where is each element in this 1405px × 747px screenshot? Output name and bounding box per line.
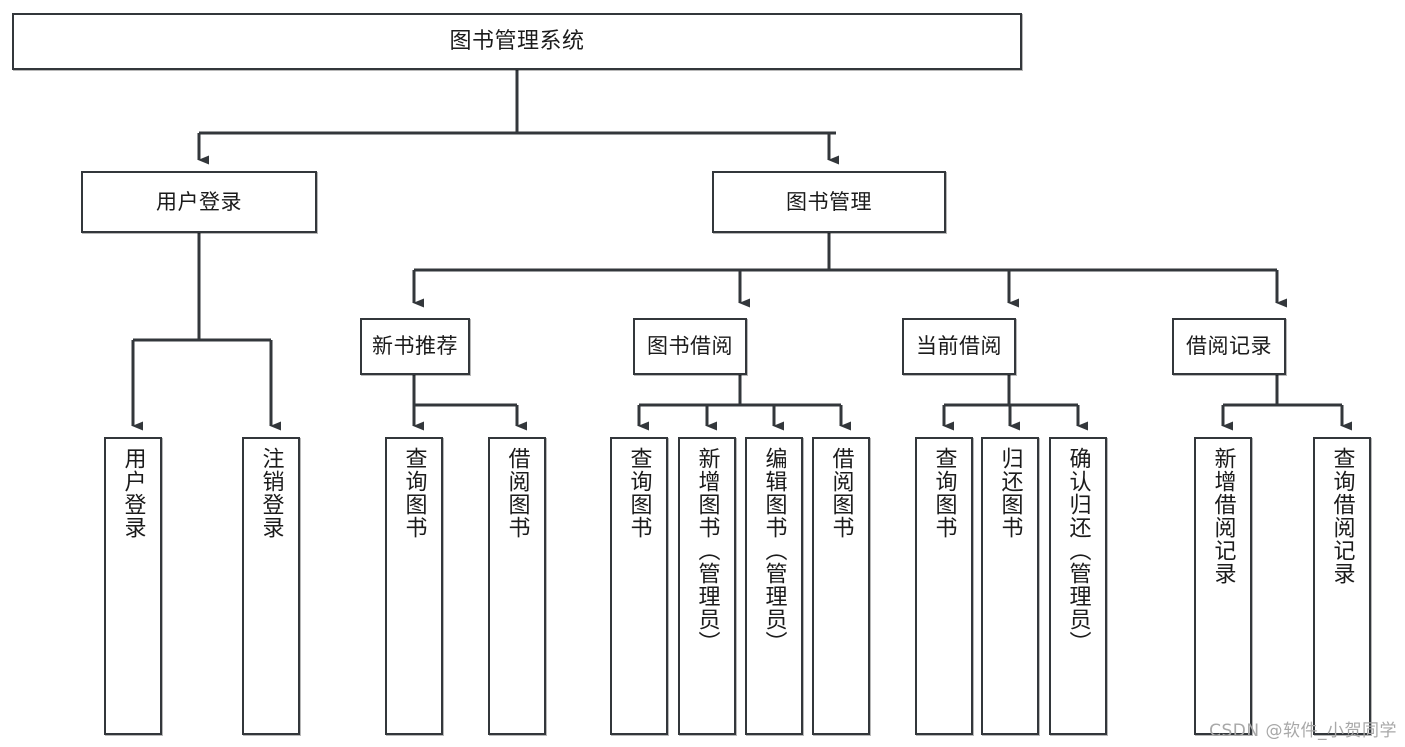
- leaf-add-borrow-record[interactable]: 新增借阅记录: [1194, 437, 1252, 735]
- leaf-return-book[interactable]: 归还图书: [981, 437, 1039, 735]
- node-label: 图书管理: [786, 189, 872, 214]
- node-label: 查询图书: [626, 447, 652, 539]
- node-label: 注销登录: [258, 447, 284, 539]
- node-new-book-recommend[interactable]: 新书推荐: [360, 318, 470, 375]
- node-label: 借阅记录: [1186, 334, 1272, 359]
- leaf-query-borrow-record[interactable]: 查询借阅记录: [1313, 437, 1371, 735]
- node-label: 借阅图书: [504, 447, 530, 539]
- node-label: 新书推荐: [372, 334, 458, 359]
- node-borrow-record[interactable]: 借阅记录: [1172, 318, 1286, 375]
- leaf-query-book-current[interactable]: 查询图书: [915, 437, 973, 735]
- node-label: 新增图书（管理员）: [694, 447, 720, 654]
- node-label: 查询借阅记录: [1329, 447, 1355, 585]
- node-label: 用户登录: [156, 189, 242, 214]
- node-root-system[interactable]: 图书管理系统: [12, 13, 1022, 70]
- node-label: 查询图书: [401, 447, 427, 539]
- leaf-query-book-borrow[interactable]: 查询图书: [610, 437, 668, 735]
- leaf-confirm-return[interactable]: 确认归还（管理员）: [1049, 437, 1107, 735]
- node-label: 编辑图书（管理员）: [761, 447, 787, 654]
- leaf-logout-login[interactable]: 注销登录: [242, 437, 300, 735]
- watermark-text: CSDN @软件_小贺同学: [1209, 721, 1397, 741]
- node-label: 用户登录: [120, 447, 146, 539]
- leaf-borrow-book-recommend[interactable]: 借阅图书: [488, 437, 546, 735]
- node-label: 借阅图书: [828, 447, 854, 539]
- node-label: 确认归还（管理员）: [1065, 447, 1091, 654]
- node-current-borrow[interactable]: 当前借阅: [902, 318, 1016, 375]
- node-label: 当前借阅: [916, 334, 1002, 359]
- node-label: 归还图书: [997, 447, 1023, 539]
- node-book-manage[interactable]: 图书管理: [712, 171, 946, 233]
- leaf-edit-book[interactable]: 编辑图书（管理员）: [745, 437, 803, 735]
- leaf-add-book[interactable]: 新增图书（管理员）: [678, 437, 736, 735]
- leaf-borrow-book[interactable]: 借阅图书: [812, 437, 870, 735]
- node-label: 新增借阅记录: [1210, 447, 1236, 585]
- node-user-login[interactable]: 用户登录: [81, 171, 317, 233]
- node-book-borrow[interactable]: 图书借阅: [633, 318, 747, 375]
- node-label: 图书借阅: [647, 334, 733, 359]
- leaf-query-book-recommend[interactable]: 查询图书: [385, 437, 443, 735]
- node-label: 图书管理系统: [449, 28, 585, 54]
- leaf-user-login[interactable]: 用户登录: [104, 437, 162, 735]
- node-label: 查询图书: [931, 447, 957, 539]
